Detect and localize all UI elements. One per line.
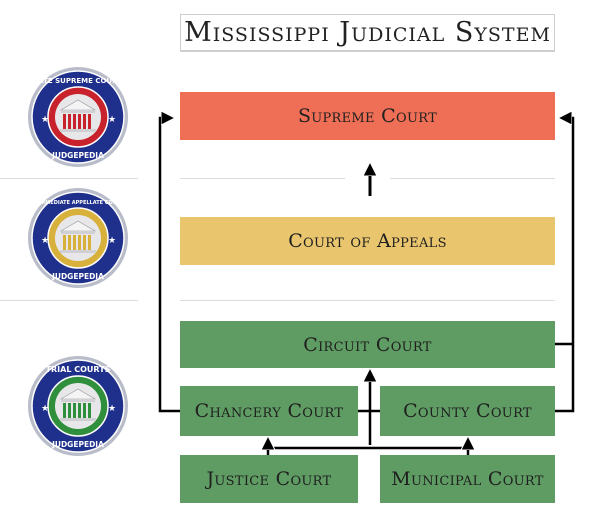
circuit-court-box: Circuit Court — [180, 321, 555, 368]
county-to-supreme-arrow — [555, 115, 576, 414]
seal-top-text: INTERMEDIATE APPELLATE COURTS — [29, 200, 128, 206]
tier-separator — [0, 178, 138, 179]
diagram-title: Mississippi Judicial System — [180, 14, 555, 52]
municipal-court-box: Municipal Court — [380, 455, 555, 503]
supreme-court-box: Supreme Court — [180, 92, 555, 140]
tier-separator — [180, 178, 345, 179]
state-supreme-courts-seal-icon: ★ ★ STATE SUPREME COURTS JUDGEPEDIA — [28, 67, 128, 167]
trial-courts-seal-icon: ★ ★ TRIAL COURTS JUDGEPEDIA — [28, 356, 128, 456]
court-of-appeals-box: Court of Appeals — [180, 217, 555, 265]
county-court-box: County Court — [380, 386, 555, 436]
svg-text:★: ★ — [108, 236, 116, 246]
tier-separator — [0, 300, 138, 301]
justice-court-box: Justice Court — [180, 455, 358, 503]
chancery-to-supreme-arrow — [157, 115, 180, 414]
seal-bottom-text: JUDGEPEDIA — [51, 272, 104, 281]
intermediate-appellate-courts-seal-icon: ★ ★ INTERMEDIATE APPELLATE COURTS JUDGEP… — [28, 188, 128, 288]
svg-text:★: ★ — [41, 115, 49, 125]
seal-bottom-text: JUDGEPEDIA — [51, 440, 104, 449]
seal-top-text: TRIAL COURTS — [46, 365, 111, 374]
svg-text:★: ★ — [41, 404, 49, 414]
seal-bottom-text: JUDGEPEDIA — [51, 151, 104, 160]
svg-text:★: ★ — [108, 404, 116, 414]
chancery-court-box: Chancery Court — [180, 386, 358, 436]
svg-text:★: ★ — [108, 115, 116, 125]
tier-separator — [390, 178, 555, 179]
seal-top-text: STATE SUPREME COURTS — [29, 77, 127, 85]
svg-text:★: ★ — [41, 236, 49, 246]
tier-separator — [180, 300, 555, 301]
